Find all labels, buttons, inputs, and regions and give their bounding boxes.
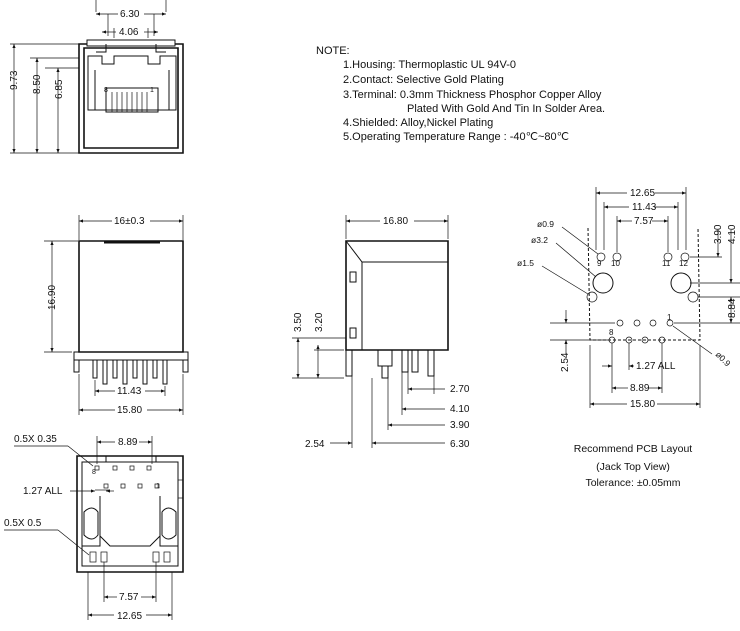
dim-bottom-w1: 8.89 (118, 437, 138, 448)
dim-pcb-h4: 2.54 (560, 352, 571, 372)
pcb-layout: 9 10 11 12 8 1 12.65 11.43 7.57 ø0.9 ø3.… (517, 187, 740, 410)
pcb-hole-9 (596, 252, 606, 262)
dim-front-w2: 4.06 (119, 27, 139, 38)
dim-side-d5: 2.54 (305, 439, 325, 450)
front-pin-8: 8 (104, 87, 108, 94)
pcb-caption-view: (Jack Top View) (596, 461, 670, 473)
dim-front-h-mid: 8.50 (32, 74, 43, 94)
pcb-hole-10 (612, 252, 622, 262)
pcb-caption-title: Recommend PCB Layout (573, 443, 693, 455)
pcb-label-mid-hole: ø1.5 (517, 258, 534, 268)
pcb-pin-9: 9 (597, 259, 602, 268)
pcb-pin-10: 10 (611, 259, 620, 268)
front-contacts (111, 92, 148, 112)
notes-title: NOTE: (316, 45, 350, 57)
dim-bottom-chamfer2: 0.5X 0.5 (4, 518, 42, 529)
dim-pcb-h3: 8.84 (727, 298, 738, 318)
dim-side-d1: 2.70 (450, 384, 470, 395)
note-item-3: 3.Terminal: 0.3mm Thickness Phosphor Cop… (343, 89, 602, 101)
note-item-5: 5.Operating Temperature Range : -40℃~80℃ (343, 131, 569, 143)
dim-front-h-total: 9.73 (9, 70, 20, 90)
dim-pcb-pitch: 1.27 ALL (636, 361, 676, 372)
pcb-pin-12: 12 (679, 259, 688, 268)
pcb-hole-right-peg (670, 272, 692, 294)
pcb-pin-11: 11 (662, 259, 671, 268)
pcb-caption-tolerance: Tolerance: ±0.05mm (585, 477, 681, 489)
dim-pcb-w2: 11.43 (632, 202, 657, 213)
dim-top-total: 15.80 (117, 405, 142, 416)
dim-pcb-w1: 12.65 (630, 188, 655, 199)
pcb-hole-11 (663, 252, 673, 262)
dim-bottom-chamfer1: 0.5X 0.35 (14, 434, 57, 445)
note-item-1: 1.Housing: Thermoplastic UL 94V-0 (343, 59, 517, 71)
pcb-pin-row-bottom (608, 336, 666, 344)
dim-side-width: 16.80 (383, 216, 408, 227)
dim-pcb-h2: 4.10 (727, 224, 738, 244)
pcb-label-big-hole: ø3.2 (531, 235, 548, 245)
pcb-pin-row-top (616, 319, 674, 327)
dim-bottom-w2: 7.57 (119, 592, 139, 603)
note-item-4: 4.Shielded: Alloy,Nickel Plating (343, 117, 494, 129)
pcb-label-pin-hole: ø0.9 (714, 349, 733, 368)
dim-side-h1: 3.50 (293, 312, 304, 332)
note-item-2: 2.Contact: Selective Gold Plating (343, 74, 504, 86)
dim-top-height: 16.90 (47, 285, 58, 310)
note-item-3b: Plated With Gold And Tin In Solder Area. (407, 103, 606, 115)
dim-pcb-w5: 15.80 (630, 399, 655, 410)
dim-side-d3: 3.90 (450, 420, 470, 431)
bottom-view-pins (94, 465, 160, 489)
dim-front-h-inner: 6.85 (54, 79, 65, 99)
top-view: 16±0.3 16.90 11.43 15.80 (44, 215, 189, 416)
pcb-hole-left-peg (592, 272, 614, 294)
dim-pcb-w3: 7.57 (634, 216, 654, 227)
bottom-pin-8: 8 (92, 469, 96, 476)
side-view: 16.80 3.50 3.20 2.70 4.10 3.90 6.30 2.54 (292, 215, 470, 450)
dim-front-w1: 6.30 (120, 9, 140, 20)
dim-bottom-w3: 12.65 (117, 611, 142, 622)
pcb-hole-mid-right (687, 291, 699, 303)
dim-bottom-pitch: 1.27 ALL (23, 486, 63, 497)
pcb-hole-mid-left (586, 291, 598, 303)
pcb-pin-1: 1 (667, 313, 672, 322)
front-pin-1: 1 (150, 87, 154, 94)
bottom-pin-1: 1 (156, 483, 160, 490)
pcb-pin-8: 8 (609, 328, 614, 337)
dim-side-h2: 3.20 (314, 312, 325, 332)
bottom-view: 8 1 0.5X 0.35 8.89 1.27 ALL 0.5X 0.5 7.5… (4, 434, 184, 622)
dim-top-pitch-span: 11.43 (117, 386, 142, 397)
dim-pcb-w4: 8.89 (630, 383, 650, 394)
pcb-hole-12 (680, 252, 690, 262)
top-view-pins (92, 360, 168, 385)
dim-side-d4: 6.30 (450, 439, 470, 450)
dim-pcb-h1: 3.90 (713, 224, 724, 244)
dim-top-width: 16±0.3 (114, 216, 145, 227)
dim-side-d2: 4.10 (450, 404, 470, 415)
pcb-label-small-hole: ø0.9 (537, 219, 554, 229)
front-view: 6.30 4.06 9.73 8.50 6.85 8 1 (9, 0, 184, 154)
